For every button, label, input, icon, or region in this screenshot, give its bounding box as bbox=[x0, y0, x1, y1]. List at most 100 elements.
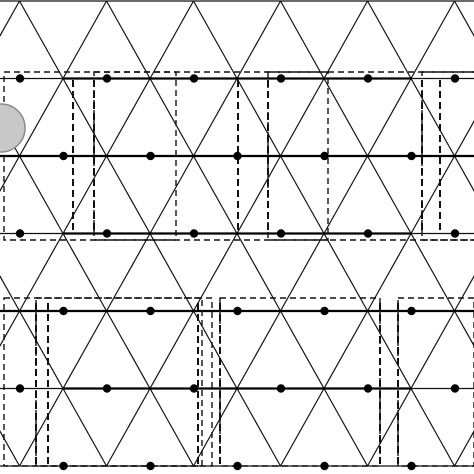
lattice-edge bbox=[149, 155, 195, 234]
lattice-edge bbox=[0, 310, 21, 347]
lattice-edge bbox=[366, 0, 412, 79]
lattice-node bbox=[407, 306, 416, 316]
lattice-node bbox=[407, 151, 416, 161]
lattice-node bbox=[233, 306, 242, 316]
lattice-edge bbox=[149, 310, 195, 389]
lattice-node bbox=[146, 461, 155, 471]
lattice-edge bbox=[410, 388, 456, 467]
lattice-edge bbox=[105, 0, 151, 79]
lattice-edge bbox=[366, 388, 412, 467]
lattice-node bbox=[363, 74, 373, 83]
lattice-edge bbox=[453, 120, 474, 157]
lattice-edge bbox=[453, 430, 474, 467]
lattice-node bbox=[320, 151, 329, 161]
lattice-edge bbox=[192, 155, 238, 234]
lattice-edge bbox=[323, 388, 369, 467]
lattice-edge bbox=[62, 0, 108, 79]
lattice-edge bbox=[453, 155, 474, 192]
lattice-node bbox=[189, 74, 199, 83]
dashed-rectangle bbox=[267, 71, 474, 241]
lattice-edge bbox=[410, 310, 456, 389]
lattice-node bbox=[276, 384, 286, 393]
lattice-edge bbox=[192, 78, 238, 157]
lattice-edge bbox=[18, 233, 64, 312]
lattice-node bbox=[363, 384, 373, 393]
lattice-edge bbox=[236, 155, 282, 234]
lattice-edge bbox=[366, 233, 412, 312]
gray-disk-circle bbox=[0, 103, 26, 153]
lattice-node bbox=[450, 384, 460, 393]
dashed-rectangle bbox=[421, 71, 474, 241]
lattice-node bbox=[276, 74, 286, 83]
lattice-node bbox=[233, 151, 242, 161]
lattice-node bbox=[15, 384, 25, 393]
lattice-node bbox=[189, 384, 199, 393]
lattice-node bbox=[233, 461, 242, 471]
lattice-edge bbox=[149, 388, 195, 467]
lattice-edge bbox=[279, 78, 325, 157]
lattice-node bbox=[102, 229, 112, 238]
lattice-edge bbox=[0, 275, 21, 312]
lattice-edge bbox=[366, 310, 412, 389]
lattice-edge bbox=[105, 155, 151, 234]
lattice-node bbox=[102, 74, 112, 83]
lattice-edge bbox=[18, 0, 64, 79]
lattice-edge bbox=[62, 155, 108, 234]
lattice-edge bbox=[323, 155, 369, 234]
lattice-node bbox=[15, 229, 25, 238]
lattice-edge bbox=[0, 155, 21, 192]
lattice-edge bbox=[149, 0, 195, 79]
lattice-edge bbox=[453, 310, 474, 347]
lattice-edge bbox=[192, 233, 238, 312]
dashed-rectangle bbox=[397, 297, 474, 467]
lattice-edge bbox=[236, 0, 282, 79]
lattice-node bbox=[450, 229, 460, 238]
lattice-node bbox=[15, 74, 25, 83]
lattice-node bbox=[59, 151, 68, 161]
lattice-nodes bbox=[15, 74, 460, 471]
lattice-node bbox=[450, 74, 460, 83]
lattice-edge bbox=[62, 310, 108, 389]
lattice-edge bbox=[0, 0, 21, 37]
lattice-edge bbox=[323, 310, 369, 389]
lattice-edge bbox=[18, 155, 64, 234]
lattice-edge bbox=[192, 0, 238, 79]
lattice-edge bbox=[279, 0, 325, 79]
lattice-edge bbox=[0, 430, 21, 467]
lattice-edge bbox=[323, 0, 369, 79]
lattice-edge bbox=[149, 233, 195, 312]
lattice-edge bbox=[18, 388, 64, 467]
lattice-edge bbox=[192, 388, 238, 467]
lattice-edge bbox=[149, 78, 195, 157]
lattice-node bbox=[407, 461, 416, 471]
lattice-edge bbox=[62, 388, 108, 467]
lattice-edge bbox=[105, 233, 151, 312]
lattice-node bbox=[59, 461, 68, 471]
lattice-edge bbox=[323, 78, 369, 157]
dashed-rectangle bbox=[93, 71, 329, 241]
lattice-edge bbox=[236, 310, 282, 389]
lattice-edge bbox=[410, 0, 456, 79]
dashed-rectangle bbox=[35, 297, 213, 467]
lattice-edge bbox=[410, 155, 456, 234]
lattice-edge bbox=[366, 78, 412, 157]
lattice-edge bbox=[410, 78, 456, 157]
lattice-node bbox=[146, 306, 155, 316]
lattice-edge bbox=[279, 310, 325, 389]
dashed-rectangle bbox=[219, 297, 381, 467]
lattice-edge bbox=[105, 388, 151, 467]
lattice-edge bbox=[192, 310, 238, 389]
lattice-edge bbox=[279, 388, 325, 467]
lattice-edge bbox=[279, 233, 325, 312]
lattice-edge bbox=[279, 155, 325, 234]
dashed-rectangles bbox=[3, 71, 474, 467]
lattice-edge bbox=[18, 310, 64, 389]
lattice-edge bbox=[236, 233, 282, 312]
gray-disk bbox=[0, 103, 26, 153]
lattice-edge bbox=[62, 233, 108, 312]
lattice-node bbox=[59, 306, 68, 316]
lattice-edge bbox=[236, 388, 282, 467]
lattice-node bbox=[320, 461, 329, 471]
